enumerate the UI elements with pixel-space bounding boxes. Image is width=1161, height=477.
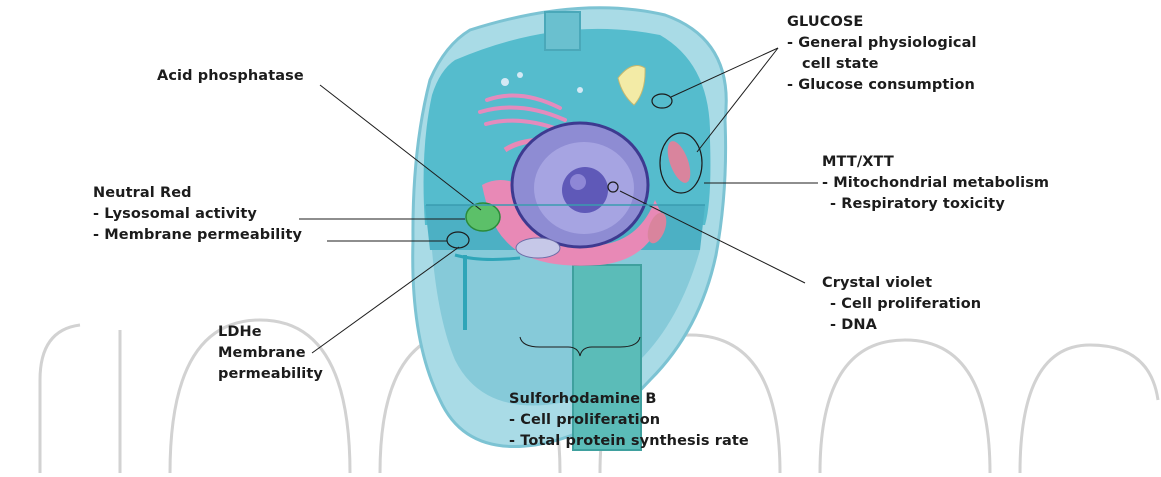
mtt-xtt-line-2: - Respiratory toxicity	[822, 194, 1049, 215]
glucose-line-1: - General physiological	[787, 33, 977, 54]
ldhe-line-2: permeability	[218, 364, 323, 385]
lower-cytoplasm	[432, 250, 700, 405]
sulforhodamine-label: Sulforhodamine B - Cell proliferation - …	[509, 389, 749, 452]
ldhe-line-1: Membrane	[218, 343, 323, 364]
mtt-xtt-title: MTT/XTT	[822, 152, 1049, 173]
ldhe-label: LDHe Membrane permeability	[218, 322, 323, 385]
acid-phosphatase-title: Acid phosphatase	[157, 66, 304, 87]
nucleolus-highlight	[570, 174, 586, 190]
crystal-violet-label: Crystal violet - Cell proliferation - DN…	[822, 273, 981, 336]
sulforhodamine-line-1: - Cell proliferation	[509, 410, 749, 431]
glucose-title: GLUCOSE	[787, 12, 977, 33]
glucose-line-2: cell state	[787, 54, 977, 75]
sulforhodamine-title: Sulforhodamine B	[509, 389, 749, 410]
neutral-red-title: Neutral Red	[93, 183, 302, 204]
sulforhodamine-line-2: - Total protein synthesis rate	[509, 431, 749, 452]
crystal-violet-line-2: - DNA	[822, 315, 981, 336]
crystal-violet-title: Crystal violet	[822, 273, 981, 294]
acid-phosphatase-label: Acid phosphatase	[157, 66, 304, 87]
nucleolus	[562, 167, 608, 213]
glucose-line-3: - Glucose consumption	[787, 75, 977, 96]
neutral-red-line-2: - Membrane permeability	[93, 225, 302, 246]
crystal-violet-line-1: - Cell proliferation	[822, 294, 981, 315]
lysosome	[466, 203, 500, 231]
mtt-xtt-line-1: - Mitochondrial metabolism	[822, 173, 1049, 194]
centriole	[516, 238, 560, 258]
neutral-red-label: Neutral Red - Lysosomal activity - Membr…	[93, 183, 302, 246]
glucose-label: GLUCOSE - General physiological cell sta…	[787, 12, 977, 96]
ldhe-title: LDHe	[218, 322, 323, 343]
cytoskeleton-top	[545, 12, 580, 50]
neutral-red-line-1: - Lysosomal activity	[93, 204, 302, 225]
mtt-xtt-label: MTT/XTT - Mitochondrial metabolism - Res…	[822, 152, 1049, 215]
